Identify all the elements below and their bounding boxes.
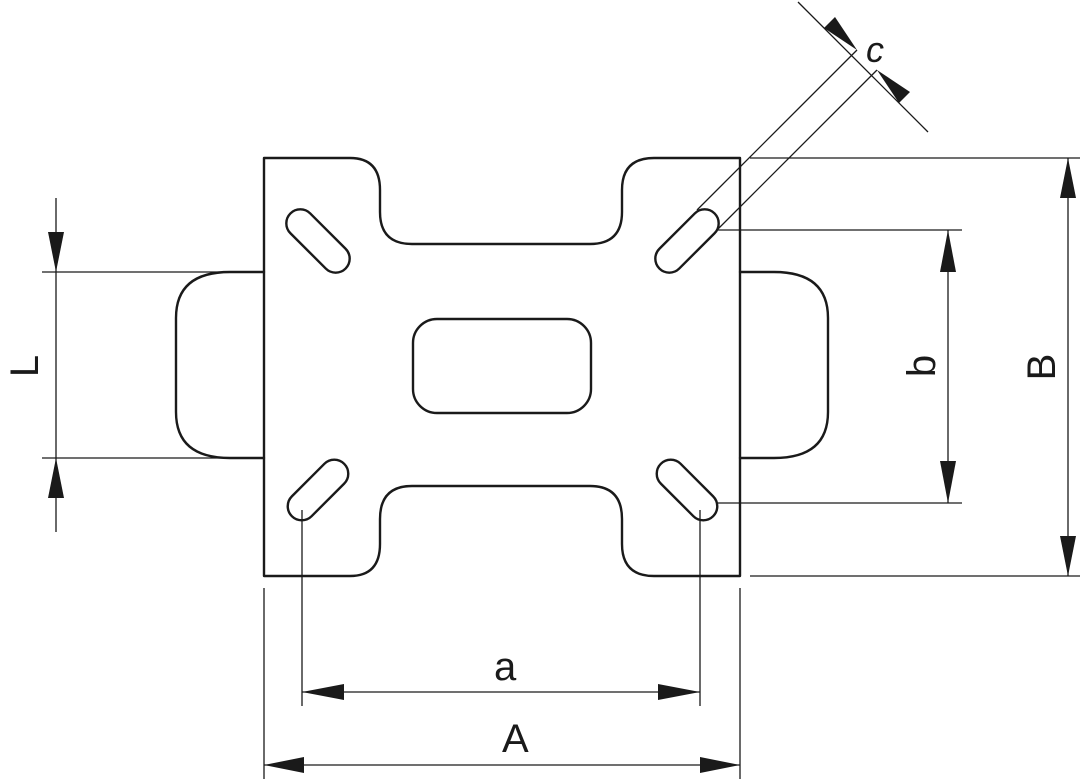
left-tab: [174, 270, 266, 460]
dimension-c: c: [696, 1, 929, 231]
center-opening: [411, 317, 593, 415]
dimension-label-B: B: [1020, 354, 1064, 381]
slot-bottom-right: [655, 458, 719, 522]
slot-top-left: [285, 208, 351, 274]
dimension-label-A: A: [502, 717, 529, 761]
right-tab: [738, 270, 830, 460]
dimension-label-c: c: [866, 29, 884, 70]
dimension-label-b: b: [900, 355, 944, 377]
dimension-label-a: a: [494, 645, 517, 689]
slot-bottom-left: [286, 458, 350, 522]
plate-body: [262, 156, 742, 578]
dimension-label-L: L: [3, 355, 47, 377]
dimension-B: B: [750, 157, 1080, 577]
dimension-A: A: [263, 588, 741, 779]
dimension-a: a: [301, 510, 701, 706]
plate-outline: [174, 156, 830, 578]
dimension-L: L: [3, 198, 262, 532]
dimension-b: b: [718, 229, 962, 504]
slot-top-right: [654, 208, 720, 274]
